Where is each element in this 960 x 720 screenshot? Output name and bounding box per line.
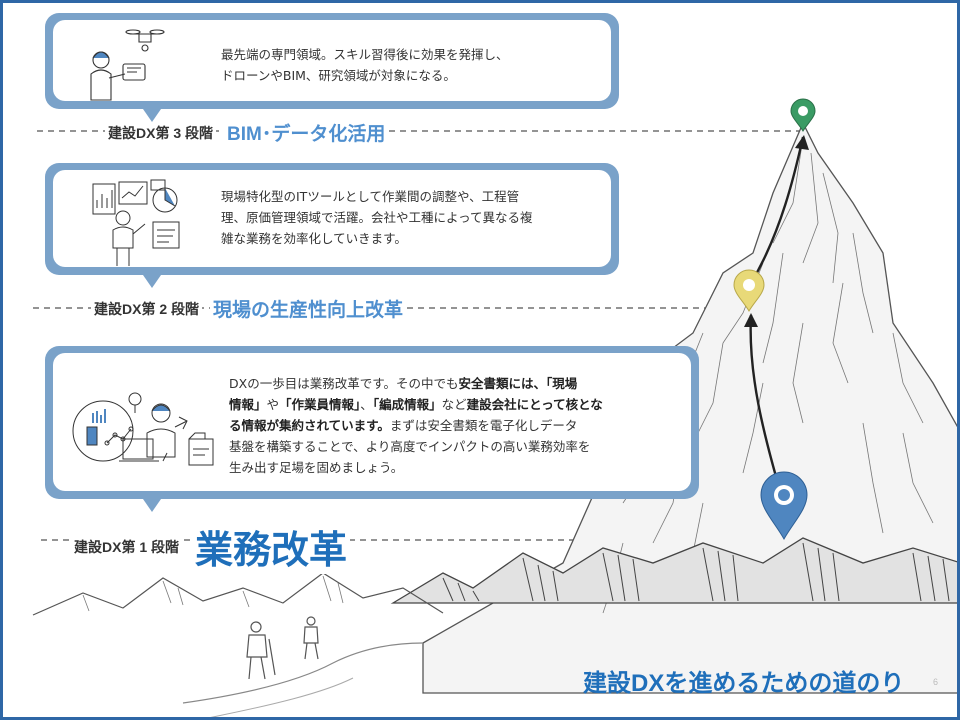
location-pin-icon-green	[790, 98, 816, 132]
stage1-label: 建設DX第 1 段階	[71, 536, 183, 557]
stage1-row: 建設DX第 1 段階 業務改革	[71, 519, 351, 574]
dashboard-analyst-icon	[92, 179, 180, 266]
stage1-description-card: DXの一歩目は業務改革です。その中でも安全書類には、「現場情報」や「作業員情報」…	[45, 346, 699, 512]
drone-operator-icon	[90, 29, 165, 101]
ridge-hatching	[442, 542, 950, 602]
foreground-ridge	[390, 537, 957, 604]
distant-mountains	[32, 572, 444, 616]
stage3-row: 建設DX第 3 段階 BIM･データ化活用	[105, 119, 389, 146]
hiker-figures	[246, 616, 319, 680]
office-worker-laptop-icon	[72, 392, 214, 466]
stage3-description: 最先端の専門領域。スキル習得後に効果を発揮し、ドローンやBIM、研究領域が対象に…	[221, 47, 509, 83]
stage2-row: 建設DX第 2 段階 現場の生産性向上改革	[91, 295, 407, 322]
stage3-description-card: 最先端の専門領域。スキル習得後に効果を発揮し、ドローンやBIM、研究領域が対象に…	[45, 13, 619, 122]
stage2-title: 現場の生産性向上改革	[210, 295, 407, 322]
stage1-description: DXの一歩目は業務改革です。その中でも安全書類には、「現場情報」や「作業員情報」…	[229, 376, 603, 475]
stage2-label: 建設DX第 2 段階	[91, 298, 203, 319]
stage2-description: 現場特化型のITツールとして作業間の調整や、工程管理、原価管理領域で活躍。会社や…	[221, 189, 533, 246]
stage1-title: 業務改革	[192, 519, 351, 574]
slide-title: 建設DXを進めるための道のり	[583, 670, 905, 697]
location-pin-icon-yellow	[733, 269, 765, 312]
winding-trail	[182, 642, 424, 704]
stage2-description-card: 現場特化型のITツールとして作業間の調整や、工程管理、原価管理領域で活躍。会社や…	[45, 163, 619, 288]
stage3-label: 建設DX第 3 段階	[105, 122, 217, 143]
location-pin-icon-blue	[760, 471, 808, 541]
page-number: 6	[933, 677, 939, 687]
stage3-title: BIM･データ化活用	[224, 119, 389, 146]
route-arrow-upper	[749, 136, 805, 284]
